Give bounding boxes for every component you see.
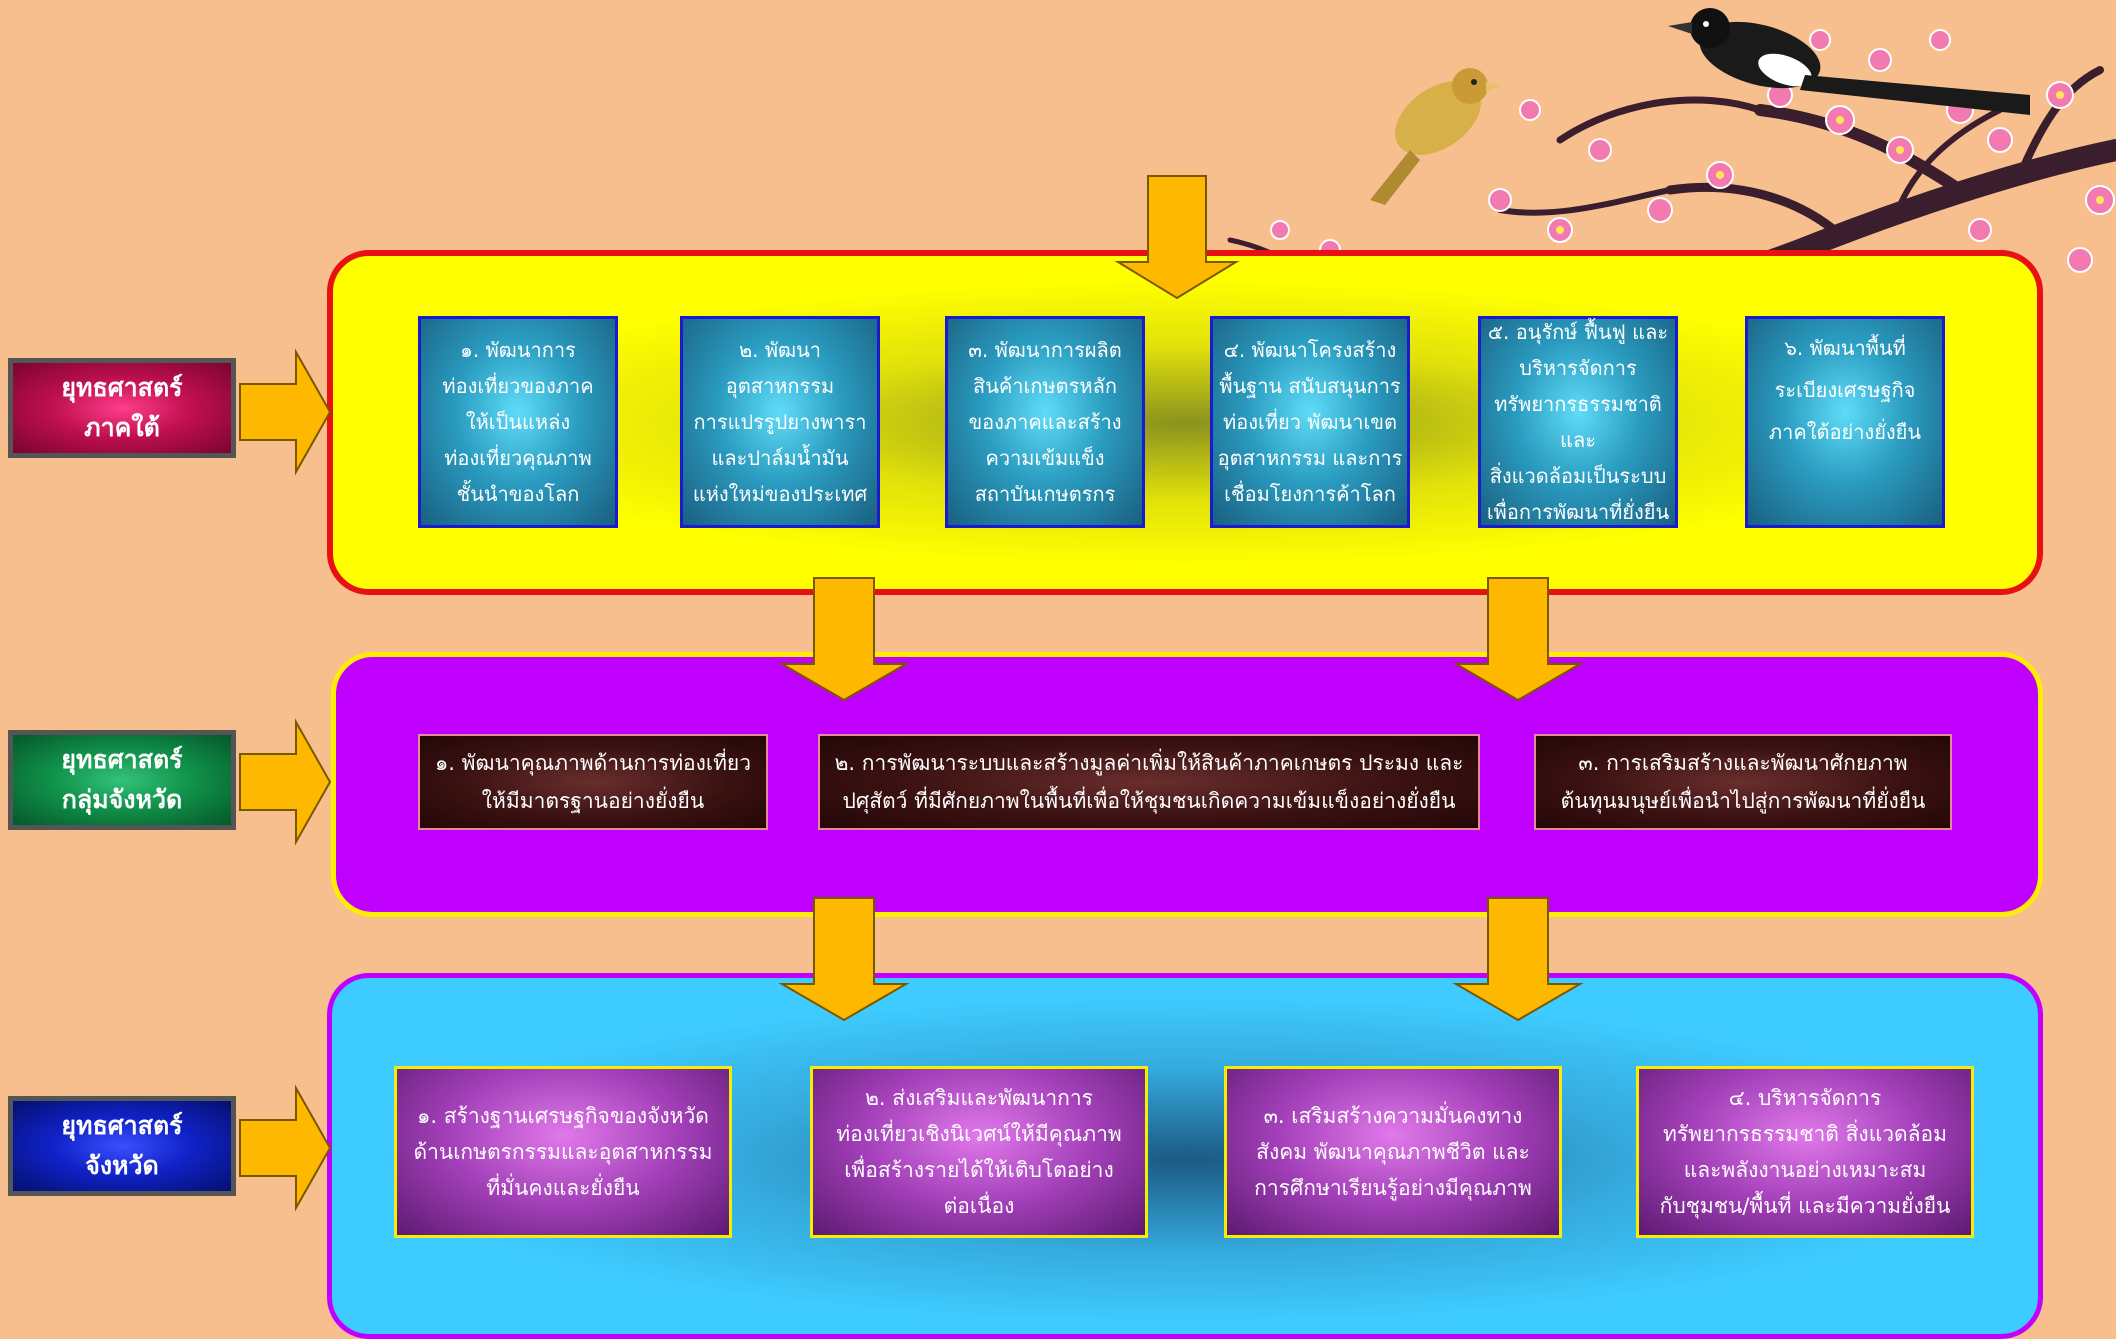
cluster-strategy-text: ๓. การเสริมสร้างและพัฒนาศักยภาพ ต้นทุนมน… [1560,751,1926,813]
region-strategy-text: ๒. พัฒนา อุตสาหกรรม การแปรรูปยางพารา และ… [692,338,868,506]
region-strategy-box: ๒. พัฒนา อุตสาหกรรม การแปรรูปยางพารา และ… [680,316,880,528]
region-strategy-box: ๑. พัฒนาการ ท่องเที่ยวของภาค ให้เป็นแหล่… [418,316,618,528]
magpie-bird-icon [1668,8,2030,115]
right-arrow-cluster [239,718,332,846]
label-region-strategy: ยุทธศาสตร์ ภาคใต้ [8,358,236,458]
province-strategy-text: ๒. ส่งเสริมและพัฒนาการ ท่องเที่ยวเชิงนิเ… [836,1086,1122,1218]
down-arrow-cluster-left [778,897,910,1022]
cluster-strategy-box: ๑. พัฒนาคุณภาพด้านการท่องเที่ยว ให้มีมาต… [418,734,768,830]
province-strategy-box: ๒. ส่งเสริมและพัฒนาการ ท่องเที่ยวเชิงนิเ… [810,1066,1148,1238]
cluster-strategy-box: ๒. การพัฒนาระบบและสร้างมูลค่าเพิ่มให้สิน… [818,734,1480,830]
label-province-text: ยุทธศาสตร์ จังหวัด [61,1111,183,1180]
right-arrow-province [239,1084,332,1212]
region-strategy-text: ๕. อนุรักษ์ ฟื้นฟู และ บริหารจัดการ ทรัพ… [1486,320,1670,524]
region-strategy-text: ๔. พัฒนาโครงสร้าง พื้นฐาน สนับสนุนการ ท่… [1217,338,1403,506]
cluster-strategy-text: ๑. พัฒนาคุณภาพด้านการท่องเที่ยว ให้มีมาต… [434,751,752,813]
cluster-strategy-box: ๓. การเสริมสร้างและพัฒนาศักยภาพ ต้นทุนมน… [1534,734,1952,830]
label-region-text: ยุทธศาสตร์ ภาคใต้ [61,373,183,442]
province-strategy-box: ๔. บริหารจัดการ ทรัพยากรธรรมชาติ สิ่งแวด… [1636,1066,1974,1238]
yellow-bird-icon [1370,68,1502,205]
region-strategy-box: ๓. พัฒนาการผลิต สินค้าเกษตรหลัก ของภาคแล… [945,316,1145,528]
province-strategy-text: ๓. เสริมสร้างความมั่นคงทาง สังคม พัฒนาคุ… [1254,1104,1532,1200]
region-strategy-text: ๓. พัฒนาการผลิต สินค้าเกษตรหลัก ของภาคแล… [968,338,1122,506]
region-strategy-text: ๑. พัฒนาการ ท่องเที่ยวของภาค ให้เป็นแหล่… [442,338,594,506]
region-strategy-box: ๕. อนุรักษ์ ฟื้นฟู และ บริหารจัดการ ทรัพ… [1478,316,1678,528]
region-strategy-text: ๖. พัฒนาพื้นที่ ระเบียงเศรษฐกิจ ภาคใต้อย… [1768,336,1922,444]
down-arrow-region-right [1452,577,1584,702]
region-strategy-box: ๔. พัฒนาโครงสร้าง พื้นฐาน สนับสนุนการ ท่… [1210,316,1410,528]
right-arrow-region [239,348,332,476]
province-strategy-box: ๑. สร้างฐานเศรษฐกิจของจังหวัด ด้านเกษตรก… [394,1066,732,1238]
province-strategy-box: ๓. เสริมสร้างความมั่นคงทาง สังคม พัฒนาคุ… [1224,1066,1562,1238]
label-province-strategy: ยุทธศาสตร์ จังหวัด [8,1096,236,1196]
cluster-strategy-text: ๒. การพัฒนาระบบและสร้างมูลค่าเพิ่มให้สิน… [834,751,1464,813]
down-arrow-region-left [778,577,910,702]
top-down-arrow [1114,175,1240,300]
region-strategy-box: ๖. พัฒนาพื้นที่ ระเบียงเศรษฐกิจ ภาคใต้อย… [1745,316,1945,528]
label-cluster-strategy: ยุทธศาสตร์ กลุ่มจังหวัด [8,730,236,830]
province-strategy-text: ๔. บริหารจัดการ ทรัพยากรธรรมชาติ สิ่งแวด… [1659,1086,1951,1218]
label-cluster-text: ยุทธศาสตร์ กลุ่มจังหวัด [61,745,183,814]
region-panel-shade [350,268,2020,578]
province-strategy-text: ๑. สร้างฐานเศรษฐกิจของจังหวัด ด้านเกษตรก… [413,1104,713,1200]
down-arrow-cluster-right [1452,897,1584,1022]
